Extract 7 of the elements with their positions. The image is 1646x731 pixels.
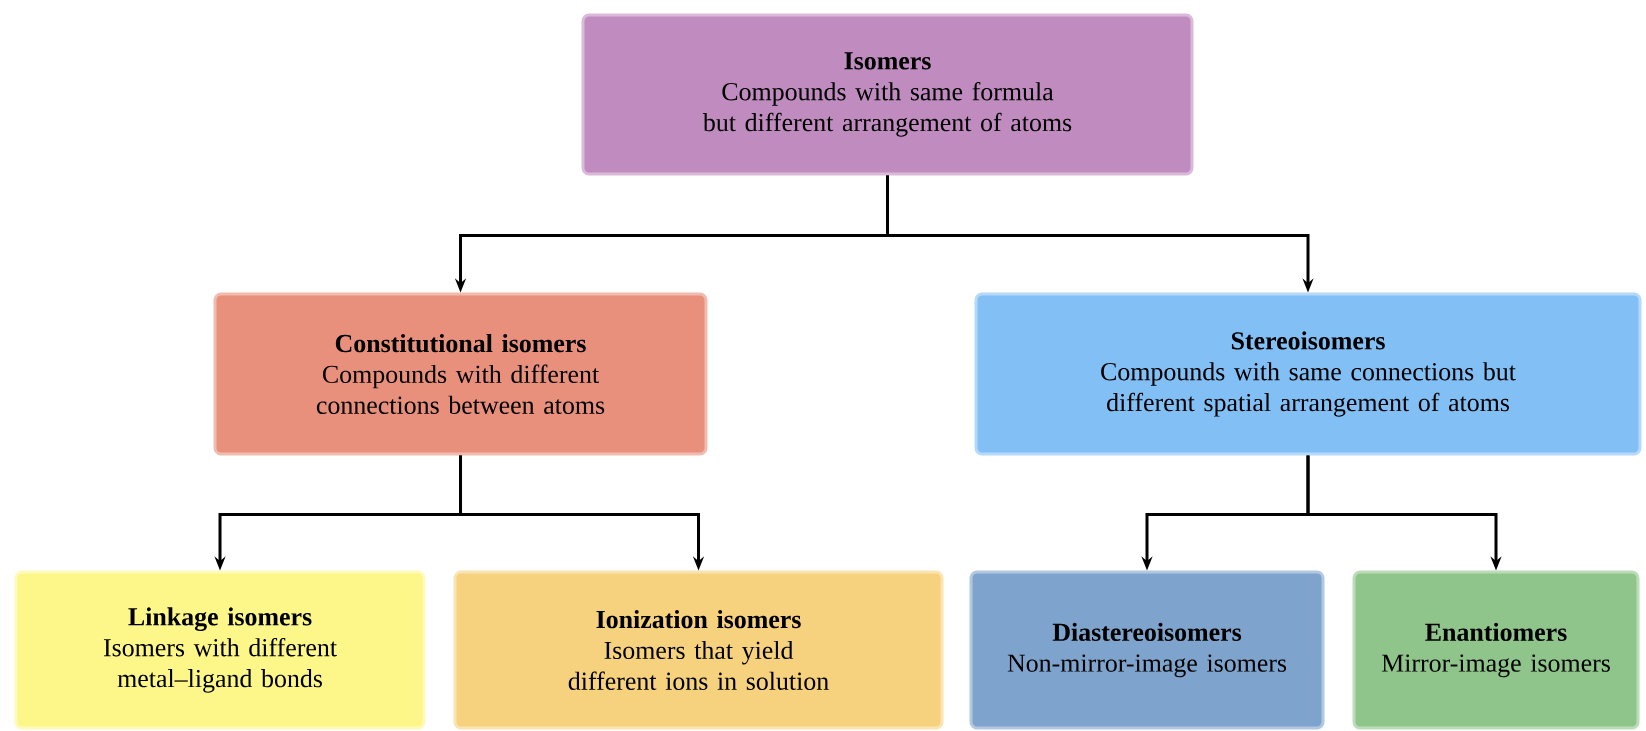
category-box: Enantiomers Mirror-image isomers [1352, 570, 1640, 730]
category-box: Constitutional isomers Compounds with different connections between atoms [213, 292, 708, 456]
category-box: Isomers Compounds with same formula but different arrangement of atoms [581, 13, 1194, 176]
category-box: Stereoisomers Compounds with same connections but different spatial arrangement of atoms [974, 292, 1642, 456]
category-box: Diastereoisomers Non-mirror-image isomers [969, 570, 1325, 730]
category-box: Linkage isomers Isomers with different metal–ligand bonds [14, 570, 426, 730]
category-box: Ionization isomers Isomers that yield different ions in solution [453, 570, 944, 730]
